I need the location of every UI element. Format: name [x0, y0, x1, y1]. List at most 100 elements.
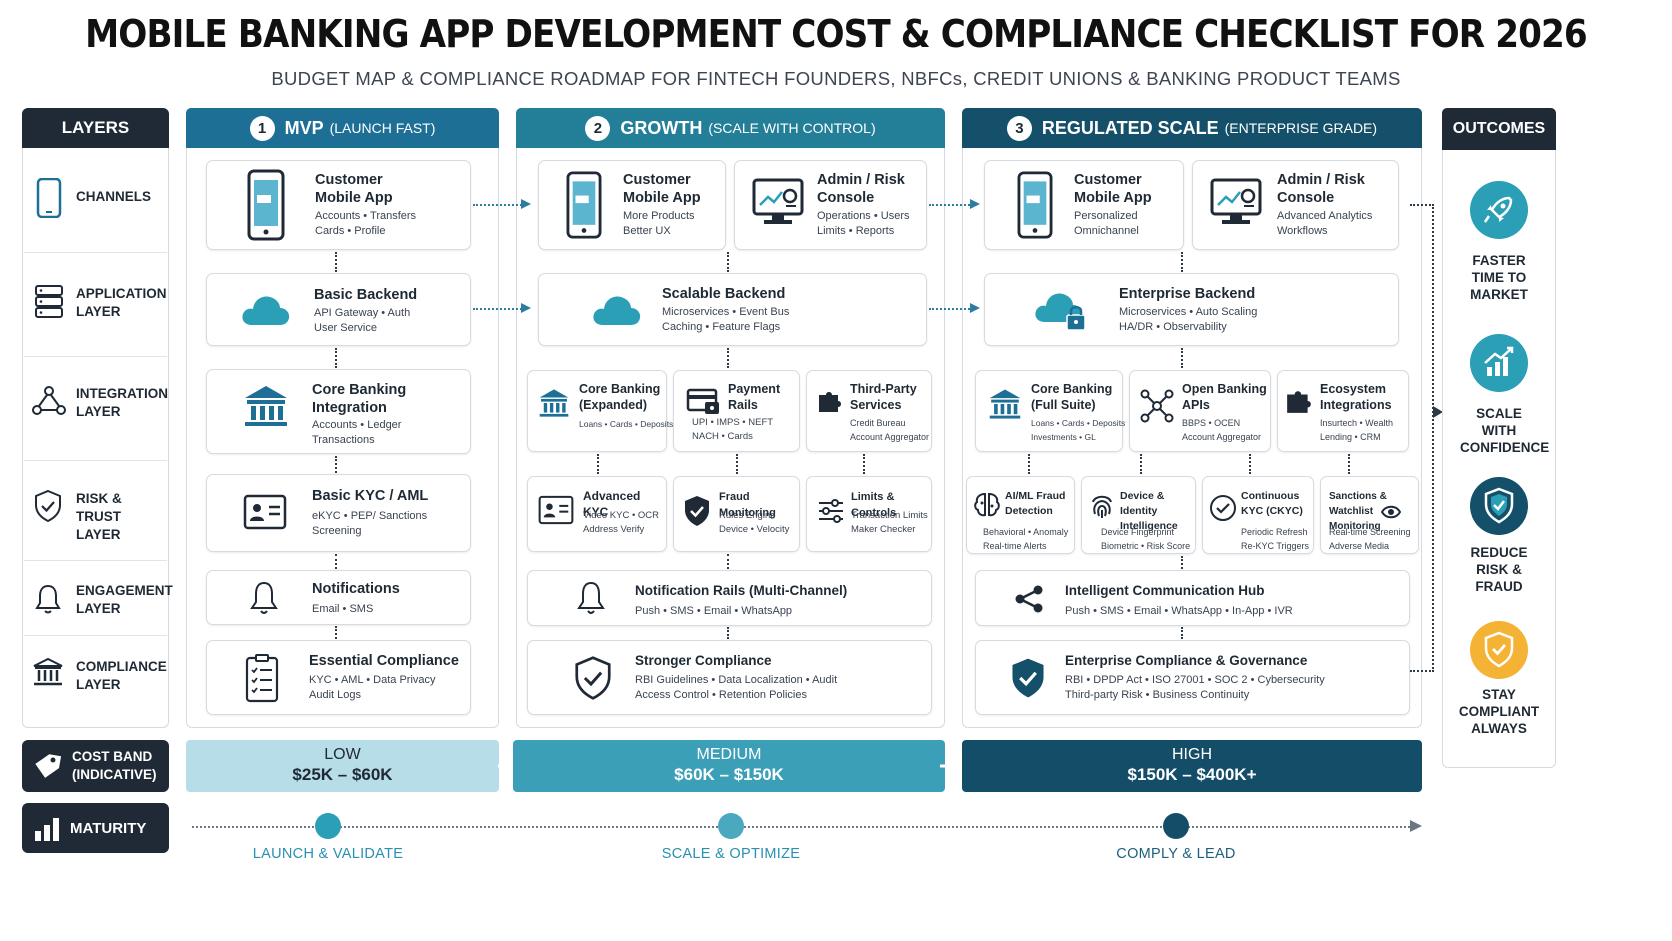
- outcomes-header: OUTCOMES: [1442, 108, 1556, 150]
- growth-compliance-card[interactable]: Stronger Compliance RBI Guidelines • Dat…: [527, 640, 932, 715]
- growth-fraud-card[interactable]: Fraud Monitoring Rules Engine Device • V…: [673, 476, 800, 552]
- card-detail: Account Aggregator: [850, 432, 930, 442]
- growth-payment-rails-card[interactable]: Payment Rails UPI • IMPS • NEFT NACH • C…: [673, 370, 800, 452]
- shield-icon: [1470, 477, 1528, 535]
- regulated-ai-fraud-card[interactable]: AI/ML Fraud Detection Behavioral • Anoma…: [966, 476, 1075, 554]
- card-title: Admin / Risk Console: [817, 172, 905, 206]
- flow-connector: [335, 252, 337, 272]
- shield-check-icon: [685, 496, 709, 526]
- card-title: Notifications: [312, 581, 400, 597]
- mvp-header: 1 MVP (LAUNCH FAST): [186, 108, 499, 148]
- growth-limits-card[interactable]: Limits & Controls Transaction Limits Mak…: [806, 476, 932, 552]
- regulated-ckyc-card[interactable]: Continuous KYC (CKYC) Periodic Refresh R…: [1202, 476, 1314, 554]
- cost-band-label: COST BAND (INDICATIVE): [72, 749, 157, 782]
- card-detail: Rules Engine: [719, 510, 776, 521]
- regulated-communication-hub-card[interactable]: Intelligent Communication Hub Push • SMS…: [975, 570, 1410, 626]
- flow-connector: [1140, 454, 1142, 474]
- stage-number: 1: [249, 115, 275, 141]
- mvp-notifications-card[interactable]: Notifications Email • SMS: [206, 570, 471, 625]
- flow-connector: [727, 554, 729, 569]
- regulated-device-identity-card[interactable]: Device & Identity Intelligence Device Fi…: [1081, 476, 1196, 554]
- card-detail: KYC • AML • Data Privacy: [309, 674, 436, 686]
- regulated-backend-card[interactable]: Enterprise Backend Microservices • Auto …: [984, 273, 1399, 346]
- card-detail: Investments • GL: [1031, 432, 1096, 442]
- flow-connector: [727, 252, 729, 272]
- card-title: Essential Compliance: [309, 653, 459, 669]
- flow-connector: [863, 454, 865, 474]
- growth-admin-card[interactable]: Admin / Risk Console Operations • Users …: [734, 160, 927, 250]
- maturity-dot-launch: [315, 813, 341, 839]
- regulated-header: 3 REGULATED SCALE (ENTERPRISE GRADE): [962, 108, 1422, 148]
- growth-kyc-card[interactable]: Advanced KYC Video KYC • OCR Address Ver…: [527, 476, 667, 552]
- cloud-lock-icon: [1035, 293, 1086, 331]
- stage-title: REGULATED SCALE: [1041, 117, 1219, 138]
- card-title: Notification Rails (Multi-Channel): [635, 583, 848, 598]
- card-detail: Insurtech • Wealth: [1320, 418, 1394, 428]
- regulated-customer-app-card[interactable]: Customer Mobile App Personalized Omnicha…: [984, 160, 1184, 250]
- card-detail: Cards • Profile: [315, 225, 386, 237]
- mvp-customer-app-card[interactable]: Customer Mobile App Accounts • Transfers…: [206, 160, 471, 250]
- mobile-app-icon: [247, 169, 285, 241]
- mvp-backend-card[interactable]: Basic Backend API Gateway • Auth User Se…: [206, 273, 471, 346]
- card-title: Customer Mobile App: [1074, 172, 1152, 206]
- network-icon: [1140, 389, 1174, 423]
- network-icon: [32, 386, 66, 415]
- layers-header: LAYERS: [22, 108, 169, 148]
- outcome-label: STAY COMPLIANT ALWAYS: [1458, 687, 1540, 736]
- flow-connector: [335, 626, 337, 639]
- card-detail: Real-time Screening: [1329, 527, 1411, 537]
- cloud-icon: [242, 296, 290, 325]
- mvp-core-banking-card[interactable]: Core Banking Integration Accounts • Ledg…: [206, 369, 471, 454]
- card-title: Basic KYC / AML: [312, 488, 429, 504]
- card-title: Core Banking Integration: [312, 382, 407, 416]
- card-detail: eKYC • PEP/ Sanctions: [312, 510, 428, 522]
- page-title: MOBILE BANKING APP DEVELOPMENT COST & CO…: [85, 12, 1588, 56]
- regulated-open-banking-card[interactable]: Open Banking APIs BBPS • OCEN Account Ag…: [1129, 370, 1271, 452]
- stage-connector: [929, 308, 974, 310]
- page-subtitle: BUDGET MAP & COMPLIANCE ROADMAP FOR FINT…: [271, 68, 1401, 89]
- mvp-kyc-card[interactable]: Basic KYC / AML eKYC • PEP/ Sanctions Sc…: [206, 474, 471, 552]
- stage-connector: [929, 204, 974, 206]
- growth-backend-card[interactable]: Scalable Backend Microservices • Event B…: [538, 273, 927, 346]
- card-title: Open Banking APIs: [1182, 382, 1267, 412]
- regulated-ecosystem-card[interactable]: Ecosystem Integrations Insurtech • Wealt…: [1277, 370, 1409, 452]
- shield-check-icon: [1012, 658, 1044, 698]
- growth-customer-app-card[interactable]: Customer Mobile App More Products Better…: [538, 160, 726, 250]
- card-detail: API Gateway • Auth: [314, 307, 411, 319]
- card-detail: User Service: [314, 322, 377, 334]
- cost-band-label-box: COST BAND (INDICATIVE): [22, 740, 169, 792]
- card-detail: Better UX: [623, 225, 671, 237]
- card-detail: Loans • Cards • Deposits: [1031, 418, 1126, 428]
- mobile-app-icon: [566, 171, 602, 239]
- regulated-admin-card[interactable]: Admin / Risk Console Advanced Analytics …: [1192, 160, 1399, 250]
- bank-icon: [33, 657, 63, 686]
- card-title: Admin / Risk Console: [1277, 172, 1365, 206]
- card-detail: Maker Checker: [851, 524, 916, 535]
- layer-row-integration: INTEGRATION LAYER: [24, 357, 168, 461]
- maturity-label-box: MATURITY: [22, 803, 169, 853]
- arrow-head-icon: [970, 199, 980, 209]
- stage-subtitle: (ENTERPRISE GRADE): [1224, 120, 1378, 136]
- cost-band-range: $60K – $150K: [674, 765, 784, 784]
- layer-label: COMPLIANCE LAYER: [76, 659, 167, 692]
- card-detail: Push • SMS • Email • WhatsApp • In-App •…: [1065, 605, 1293, 617]
- growth-third-party-card[interactable]: Third-Party Services Credit Bureau Accou…: [806, 370, 932, 452]
- ai-brain-icon: [974, 492, 1000, 517]
- regulated-compliance-card[interactable]: Enterprise Compliance & Governance RBI •…: [975, 640, 1410, 715]
- flow-connector: [736, 454, 738, 474]
- card-detail: More Products: [623, 210, 695, 222]
- growth-notifications-card[interactable]: Notification Rails (Multi-Channel) Push …: [527, 570, 932, 626]
- regulated-core-banking-card[interactable]: Core Banking (Full Suite) Loans • Cards …: [975, 370, 1126, 452]
- card-title: Enterprise Backend: [1119, 286, 1256, 302]
- stage-number: 2: [585, 115, 611, 141]
- stage-title: GROWTH: [620, 117, 703, 138]
- cost-band-name: MEDIUM: [696, 746, 762, 763]
- card-detail: Omnichannel: [1074, 225, 1139, 237]
- card-title: Customer Mobile App: [315, 172, 393, 206]
- cloud-icon: [593, 296, 641, 325]
- growth-core-banking-card[interactable]: Core Banking (Expanded) Loans • Cards • …: [527, 370, 673, 452]
- regulated-sanctions-card[interactable]: Sanctions & Watchlist Monitoring Real-ti…: [1320, 476, 1419, 554]
- mvp-compliance-card[interactable]: Essential Compliance KYC • AML • Data Pr…: [206, 640, 471, 715]
- outcome-item: FASTER TIME TO MARKET: [1436, 180, 1562, 310]
- outcome-label: REDUCE RISK & FRAUD: [1470, 545, 1528, 594]
